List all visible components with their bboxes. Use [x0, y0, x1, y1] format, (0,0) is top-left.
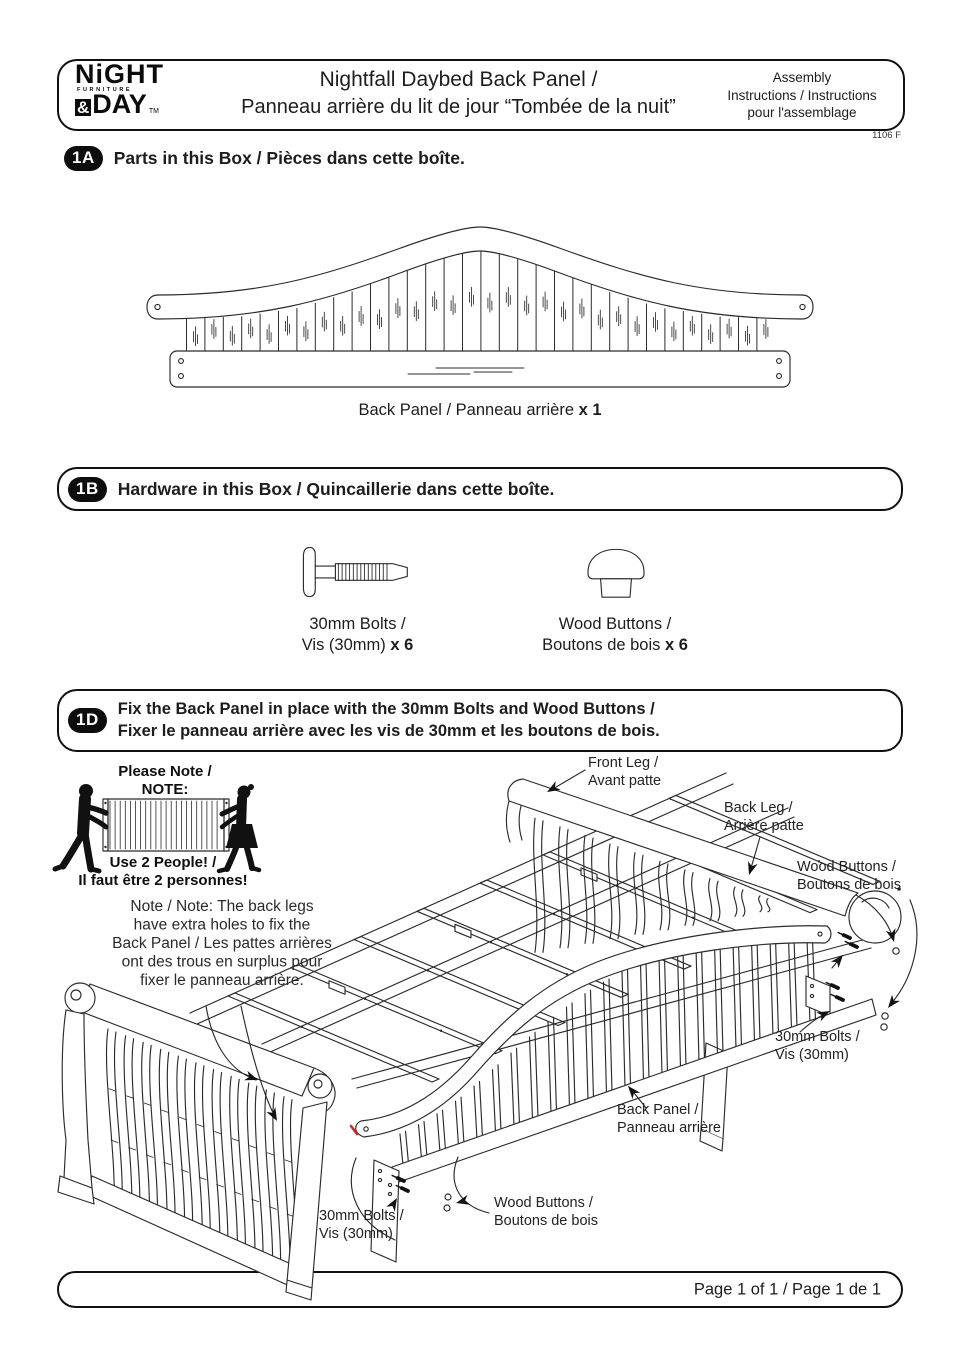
back-panel-illustration	[146, 226, 814, 388]
section-1d-title: Fix the Back Panel in place with the 30m…	[117, 700, 660, 740]
title-french: Panneau arrière du lit de jour “Tombée d…	[241, 96, 676, 118]
wood-buttons-bottom-label: Wood Buttons /	[494, 1195, 594, 1211]
svg-text:Avant patte: Avant patte	[588, 773, 661, 789]
please-note-label: Please Note /	[118, 763, 212, 780]
svg-text:have extra holes to fix the: have extra holes to fix the	[134, 917, 311, 934]
section-1b-heading: 1B Hardware in this Box / Quincaillerie …	[57, 467, 903, 511]
back-panel-label: Back Panel /	[617, 1102, 699, 1118]
front-leg-label: Front Leg /	[588, 755, 659, 771]
back-leg-label: Back Leg /	[724, 800, 793, 816]
svg-text:Boutons de bois: Boutons de bois	[797, 877, 901, 893]
section-1a-heading: 1A Parts in this Box / Pièces dans cette…	[64, 146, 465, 171]
step-badge-1d: 1D	[68, 708, 107, 733]
use-2-people-label: Use 2 People! /	[110, 854, 218, 871]
wood-buttons-right-label: Wood Buttons /	[797, 859, 897, 875]
page-number: Page 1 of 1 / Page 1 de 1	[693, 1280, 881, 1298]
logo-ampersand: &	[75, 97, 92, 117]
title-english: Nightfall Daybed Back Panel /	[319, 68, 598, 91]
step-badge-1b: 1B	[68, 476, 107, 502]
bolt-caption: 30mm Bolts / Vis (30mm) x 6	[301, 615, 414, 654]
bolts-bottom-label: 30mm Bolts /	[319, 1208, 405, 1224]
bolts-right-label: 30mm Bolts /	[775, 1029, 861, 1045]
step-badge-1a: 1A	[64, 146, 103, 171]
wood-button-caption: Wood Buttons / Boutons de bois x 6	[542, 615, 688, 654]
section-1d-heading: 1D Fix the Back Panel in place with the …	[57, 689, 903, 752]
svg-text:NOTE:: NOTE:	[142, 781, 189, 798]
svg-text:Il faut être 2 personnes!: Il faut être 2 personnes!	[78, 872, 247, 889]
section-1b-title: Hardware in this Box / Quincaillerie dan…	[117, 478, 555, 499]
document-title: Nightfall Daybed Back Panel / Panneau ar…	[209, 68, 708, 119]
back-panel-caption: Back Panel / Panneau arrière x 1	[358, 401, 602, 419]
svg-text:Vis (30mm): Vis (30mm)	[775, 1047, 849, 1063]
wood-button-qty: x 6	[665, 635, 688, 654]
svg-text:Vis (30mm): Vis (30mm)	[319, 1226, 393, 1242]
wood-button-illustration	[587, 548, 645, 598]
back-legs-note: Note / Note: The back legs	[130, 898, 313, 915]
trademark-symbol: TM	[148, 107, 159, 115]
assembly-diagram: Please Note / NOTE: Use 2 People! / Il f…	[52, 755, 918, 1301]
diagram-labels: Please Note / NOTE: Use 2 People! / Il f…	[78, 755, 901, 1242]
svg-text:Boutons de bois: Boutons de bois	[494, 1213, 598, 1229]
svg-text:Arrière patte: Arrière patte	[724, 818, 804, 834]
bolt-qty: x 6	[390, 635, 414, 654]
page-footer: Page 1 of 1 / Page 1 de 1	[57, 1271, 903, 1308]
back-panel-qty: x 1	[578, 401, 602, 419]
svg-text:fixer le panneau arrière.: fixer le panneau arrière.	[140, 972, 304, 989]
svg-text:Back Panel / Les pattes arrièr: Back Panel / Les pattes arrières	[112, 935, 332, 952]
assembly-instructions-label: Assembly Instructions / Instructions pou…	[727, 70, 877, 121]
svg-text:ont des trous en surplus pour: ont des trous en surplus pour	[122, 954, 323, 971]
svg-text:Panneau arrière: Panneau arrière	[617, 1120, 721, 1136]
form-number: 1106 F	[872, 130, 901, 141]
section-1a-title: Parts in this Box / Pièces dans cette bo…	[113, 148, 465, 168]
bolt-illustration	[302, 546, 408, 598]
logo-night-text: NiGHT	[75, 59, 164, 89]
logo-furniture-text: FURNITURE	[77, 86, 133, 93]
